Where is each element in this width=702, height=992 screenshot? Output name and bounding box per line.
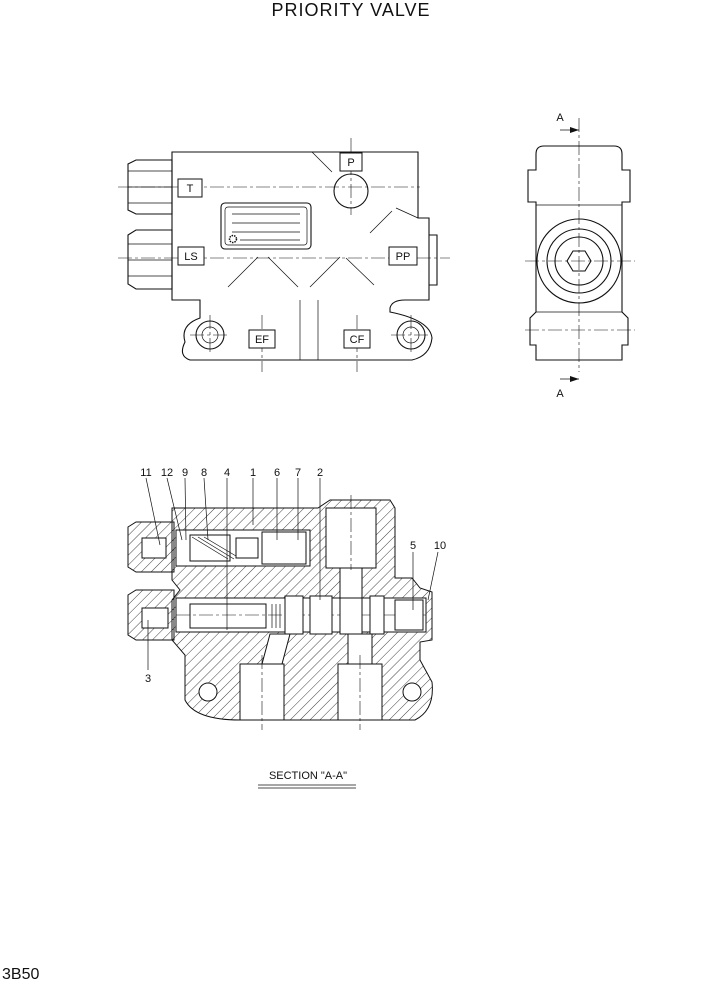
fitting-ls — [127, 229, 173, 290]
port-label-pp: PP — [396, 251, 411, 263]
callout-2: 2 — [317, 467, 323, 479]
callout-12: 12 — [161, 467, 173, 479]
callout-11: 11 — [140, 467, 151, 479]
callout-7: 7 — [295, 467, 301, 479]
port-label-cf: CF — [350, 334, 365, 346]
callout-8: 8 — [201, 467, 207, 479]
callout-3: 3 — [145, 673, 151, 685]
fitting-pp — [429, 234, 438, 286]
name-plate — [220, 202, 312, 250]
callout-1: 1 — [250, 467, 256, 479]
section-mark-top: A — [556, 112, 564, 124]
front-view: P T LS PP EF CF — [118, 138, 450, 372]
mounting-hole-left — [190, 315, 230, 355]
callout-10: 10 — [434, 540, 446, 552]
side-view: A A — [525, 112, 635, 400]
section-view: 11 12 9 8 4 1 6 7 2 5 10 3 SECTION "A-A" — [127, 467, 446, 789]
section-caption: SECTION "A-A" — [269, 770, 347, 782]
valve-body-outline — [171, 151, 433, 361]
side-body-outline — [527, 145, 631, 361]
port-label-p: P — [347, 157, 354, 169]
callout-5: 5 — [410, 540, 416, 552]
page-number: 3B50 — [2, 966, 40, 983]
section-mark-bottom: A — [556, 388, 564, 400]
mounting-hole-right — [391, 315, 431, 355]
callout-9: 9 — [182, 467, 188, 479]
callout-leaders — [145, 477, 439, 670]
port-label-ls: LS — [184, 251, 197, 263]
callout-6: 6 — [274, 467, 280, 479]
callout-4: 4 — [224, 467, 230, 479]
port-label-t: T — [187, 183, 194, 195]
page-title: PRIORITY VALVE — [271, 0, 431, 20]
port-label-ef: EF — [255, 334, 269, 346]
